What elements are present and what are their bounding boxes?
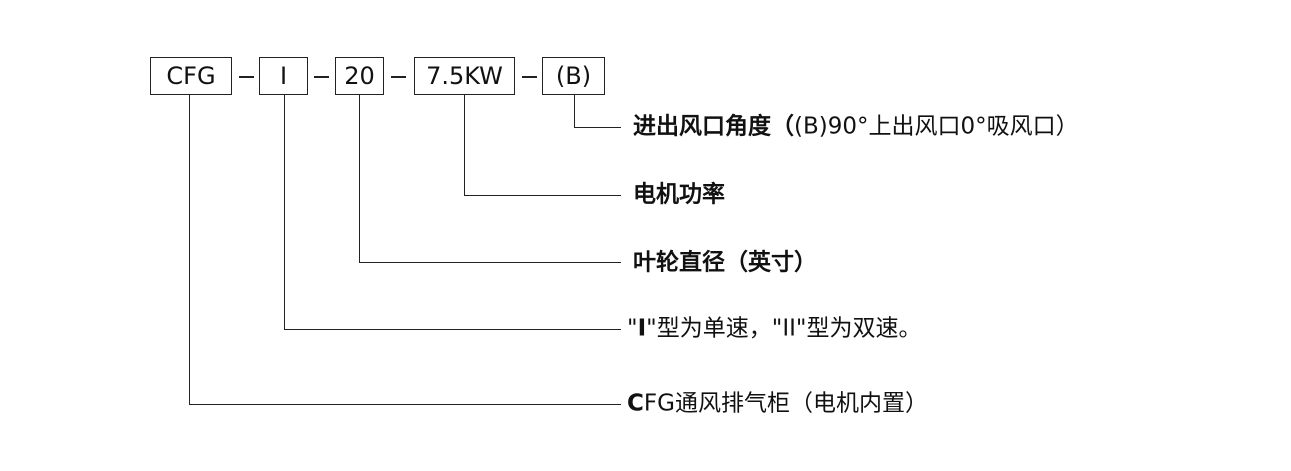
label-impeller-diameter-text: 叶轮直径（英寸） — [633, 249, 817, 276]
label-speed-single-mark: I — [637, 315, 647, 342]
separator-dash-4 — [522, 76, 537, 78]
connector-speed-type — [284, 95, 621, 330]
code-impeller-diameter-text: 20 — [344, 62, 375, 90]
code-box-impeller-diameter: 20 — [335, 57, 384, 95]
code-series-text: CFG — [166, 62, 216, 90]
separator-dash-2 — [314, 76, 329, 78]
label-motor-power: 电机功率 — [633, 181, 725, 208]
label-speed-text: "型为单速，"II"型为双速。 — [646, 315, 922, 342]
label-series-text: FG通风排气柜（电机内置） — [643, 390, 928, 417]
label-outlet-angle-title: 进出风口角度（ — [633, 113, 794, 140]
label-impeller-diameter: 叶轮直径（英寸） — [633, 249, 817, 276]
code-box-outlet-angle: (B) — [542, 57, 605, 95]
code-box-motor-power: 7.5KW — [414, 57, 515, 95]
connector-outlet-angle — [574, 95, 621, 128]
connector-series — [189, 95, 621, 405]
code-box-series: CFG — [150, 57, 232, 95]
code-speed-type-text: I — [279, 62, 288, 90]
label-outlet-angle-detail: (B)90°上出风口0°吸风口） — [794, 113, 1079, 140]
separator-dash-1 — [239, 76, 254, 78]
label-motor-power-text: 电机功率 — [633, 181, 725, 208]
code-motor-power-text: 7.5KW — [426, 62, 503, 90]
label-speed-type: "I"型为单速，"II"型为双速。 — [627, 315, 922, 342]
label-outlet-angle: 进出风口角度（(B)90°上出风口0°吸风口） — [633, 113, 1079, 140]
label-speed-prefix: " — [627, 315, 638, 342]
code-box-speed-type: I — [259, 57, 308, 95]
code-outlet-angle-text: (B) — [555, 62, 592, 90]
connector-impeller-diameter — [359, 95, 621, 263]
connector-motor-power — [464, 95, 621, 196]
separator-dash-3 — [391, 76, 406, 78]
label-series-prefix: C — [627, 390, 644, 417]
label-series: CFG通风排气柜（电机内置） — [627, 390, 928, 417]
